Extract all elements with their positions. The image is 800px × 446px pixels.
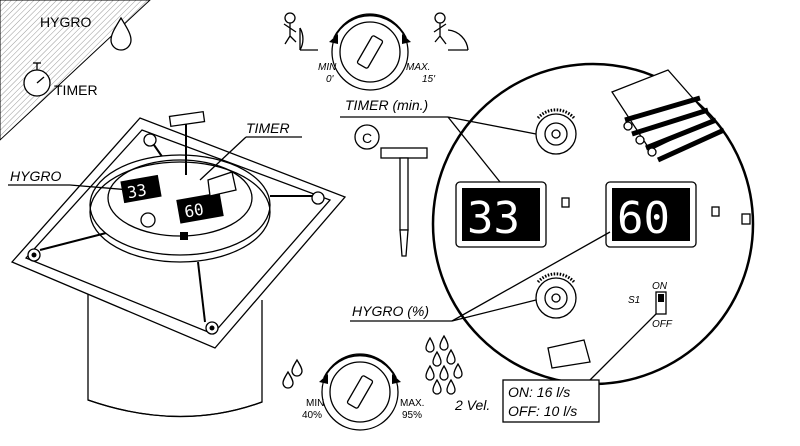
person-timer-icon xyxy=(433,12,469,51)
fan-timer-label: TIMER xyxy=(246,120,290,136)
switch-off-label: OFF xyxy=(652,319,673,330)
s1-switch xyxy=(655,291,667,315)
connector-icon xyxy=(547,339,591,369)
droplet-icon xyxy=(291,358,303,377)
screw-icon xyxy=(143,133,157,147)
hygro-pct-callout: HYGRO (%) xyxy=(352,303,429,319)
timer-min-label: MIN xyxy=(318,62,337,73)
hygro-display xyxy=(612,188,690,241)
fan-display-right-value: 60 xyxy=(183,200,205,222)
corner-hygro-label: HYGRO xyxy=(40,14,91,30)
timer-display xyxy=(462,188,540,241)
fan-display-left xyxy=(120,174,162,204)
c-symbol-icon xyxy=(354,124,380,150)
droplet-icon xyxy=(110,16,132,51)
hygro-display-value: 60 xyxy=(617,193,670,244)
hygro-dial-diagram: MIN 40% MAX. 95% xyxy=(282,334,463,431)
mode-corner-panel: HYGRO TIMER xyxy=(0,0,151,141)
hygro-min-label: MIN xyxy=(306,398,324,409)
fan-small-knob xyxy=(140,212,156,228)
switch-name-label: S1 xyxy=(628,295,640,306)
timer-dial-knob xyxy=(356,35,384,69)
timer-max-label: MAX. xyxy=(406,62,430,73)
speed-info: 2 Vel. ON: 16 l/s OFF: 10 l/s xyxy=(454,313,657,423)
c-symbol-label: C xyxy=(362,130,372,146)
timer-min-value: 0' xyxy=(326,74,335,85)
speed-label: 2 Vel. xyxy=(454,397,490,413)
fan-display-left-value: 33 xyxy=(126,180,148,202)
timer-max-value: 15' xyxy=(422,74,436,85)
droplet-icon xyxy=(282,370,294,389)
screw-icon xyxy=(311,191,325,205)
timer-display-value: 33 xyxy=(467,193,520,244)
speed-off-line: OFF: 10 l/s xyxy=(508,403,577,419)
droplet-cluster-icon xyxy=(425,334,463,395)
callouts: TIMER (min.) HYGRO (%) xyxy=(340,97,611,322)
hygro-dial-knob xyxy=(346,375,374,409)
hygro-max-label: MAX. xyxy=(400,398,424,409)
speed-on-line: ON: 16 l/s xyxy=(508,384,570,400)
fan-display-right xyxy=(176,192,224,224)
fan-unit: 33 60 TIMER HYGRO xyxy=(8,110,347,418)
fan-hygro-label: HYGRO xyxy=(10,168,61,184)
t-key-icon xyxy=(380,147,428,159)
corner-timer-label: TIMER xyxy=(54,82,98,98)
person-leaving-icon xyxy=(283,12,318,51)
hygro-max-value: 95% xyxy=(402,410,422,421)
timer-min-callout: TIMER (min.) xyxy=(345,97,428,113)
switch-on-label: ON xyxy=(652,281,668,292)
speed-box xyxy=(502,379,600,423)
timer-dial-diagram: MIN 0' MAX. 15' xyxy=(283,12,469,91)
hygro-min-value: 40% xyxy=(302,410,322,421)
control-detail-circle: 33 60 ON S1 OFF xyxy=(431,62,755,386)
tool-key-diagram: C xyxy=(354,124,428,257)
